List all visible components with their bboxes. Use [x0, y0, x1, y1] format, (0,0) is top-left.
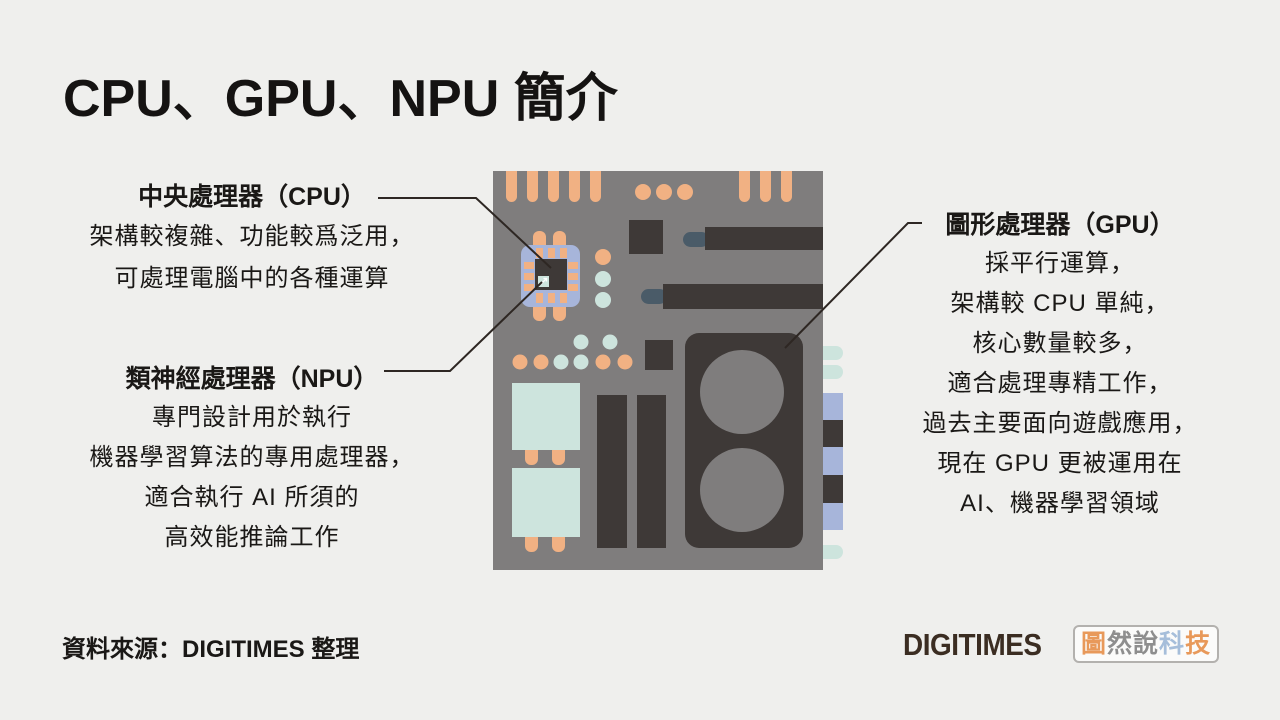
capacitor-2 — [512, 468, 580, 552]
heatsink-bars — [597, 395, 666, 548]
gpu-line-6: 現在 GPU 更被運用在 — [937, 450, 1183, 477]
gpu-card — [685, 333, 803, 548]
badge-char-1: 圖 — [1081, 630, 1108, 658]
solder-pads-top — [635, 184, 693, 200]
capacitor-1 — [512, 383, 580, 465]
npu-heading: 類神經處理器（NPU） — [125, 365, 379, 393]
pin-header-top-left — [506, 171, 601, 202]
cpu-socket — [521, 231, 580, 321]
gpu-line-4: 適合處理專精工作， — [947, 370, 1173, 397]
gpu-callout-line — [784, 222, 922, 349]
cpu-heading: 中央處理器（CPU） — [138, 183, 366, 211]
cpu-line-2: 可處理電腦中的各種運算 — [114, 265, 390, 292]
npu-line-4: 高效能推論工作 — [164, 524, 340, 551]
gpu-line-2: 架構較 CPU 單純， — [950, 290, 1170, 317]
npu-callout-line — [384, 281, 543, 372]
fan-top — [700, 350, 784, 434]
badge-char-2: 然 — [1107, 630, 1134, 658]
ram-stick-2 — [641, 284, 823, 309]
digitimes-logo: DIGITIMES — [903, 627, 1042, 662]
cpu-callout-line — [378, 197, 552, 269]
pin-header-top-right — [739, 171, 792, 202]
gpu-heading: 圖形處理器（GPU） — [945, 211, 1175, 239]
gpu-line-7: AI、機器學習領域 — [960, 490, 1160, 517]
brand-badge: 圖然說科技 — [1073, 625, 1220, 663]
callout-lines — [378, 197, 922, 372]
solder-pads-mid-left — [595, 249, 611, 308]
badge-char-5: 技 — [1185, 630, 1212, 658]
cpu-line-1: 架構較複雜、功能較爲泛用， — [89, 223, 415, 250]
npu-line-1: 專門設計用於執行 — [152, 404, 352, 431]
badge-char-3: 說 — [1133, 630, 1160, 658]
gpu-line-1: 採平行運算， — [985, 250, 1135, 277]
gpu-line-3: 核心數量較多， — [972, 330, 1148, 357]
fan-bottom — [700, 448, 784, 532]
solder-pads-cluster — [512, 334, 633, 370]
chipset — [629, 220, 663, 254]
gpu-annotation: 圖形處理器（GPU） 採平行運算， 架構較 CPU 單純， 核心數量較多， 適合… — [890, 206, 1230, 524]
source-note: 資料來源：DIGITIMES 整理 — [62, 636, 360, 663]
gpu-line-5: 過去主要面向遊戲應用， — [922, 410, 1198, 437]
npu-annotation: 類神經處理器（NPU） 專門設計用於執行 機器學習算法的專用處理器， 適合執行 … — [66, 360, 438, 558]
npu-line-2: 機器學習算法的專用處理器， — [89, 444, 415, 471]
badge-char-4: 科 — [1159, 630, 1186, 658]
page-title: CPU、GPU、NPU 簡介 — [63, 70, 618, 128]
cpu-annotation: 中央處理器（CPU） 架構較複雜、功能較爲泛用， 可處理電腦中的各種運算 — [66, 178, 438, 300]
socket-pins — [524, 248, 578, 303]
npu-line-3: 適合執行 AI 所須的 — [144, 484, 360, 511]
small-ic — [645, 340, 673, 370]
ram-stick-1 — [683, 227, 823, 250]
